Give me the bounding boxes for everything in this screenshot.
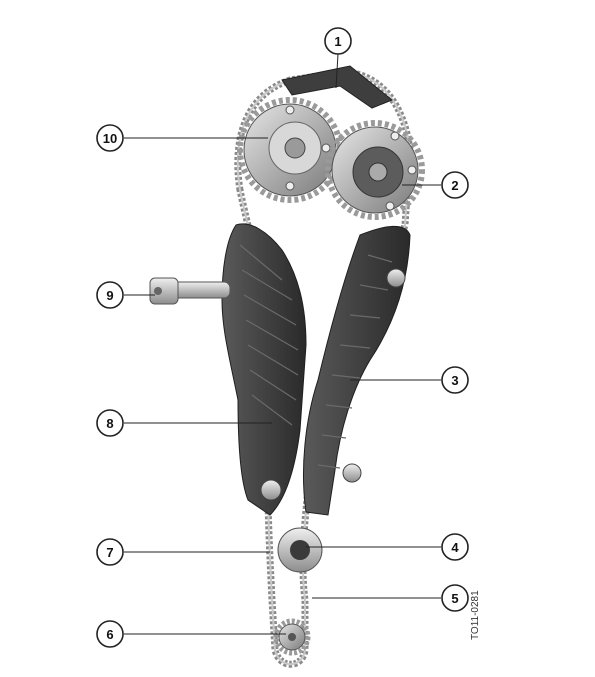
- chain-tensioner: [149, 277, 231, 305]
- tensioner-rail-ribs: [239, 244, 299, 426]
- slide-rail-ribs: [317, 254, 393, 469]
- svg-text:8: 8: [106, 416, 113, 431]
- svg-text:7: 7: [106, 545, 113, 560]
- callout-7: 7: [96, 538, 124, 566]
- svg-text:2: 2: [451, 178, 458, 193]
- svg-text:9: 9: [106, 288, 113, 303]
- callout-9: 9: [96, 281, 124, 309]
- callout-3: 3: [441, 366, 469, 394]
- slide-rail-bolt-upper: [386, 268, 406, 288]
- callout-5: 5: [441, 584, 469, 612]
- slide-rail-bolt-lower: [342, 463, 362, 483]
- callout-8: 8: [96, 409, 124, 437]
- callout-6: 6: [96, 620, 124, 648]
- svg-text:5: 5: [451, 591, 458, 606]
- camshaft-sprocket-left: [237, 97, 343, 203]
- leader-line-1: [335, 53, 339, 89]
- camshaft-sprocket-right: [325, 120, 425, 220]
- svg-text:10: 10: [103, 131, 117, 146]
- svg-text:4: 4: [451, 540, 459, 555]
- callout-4: 4: [441, 533, 469, 561]
- callout-1: 1: [324, 27, 352, 55]
- upper-chain-guide: [281, 65, 393, 109]
- crankshaft-hub: [277, 527, 323, 573]
- slide-rail: [303, 225, 411, 516]
- svg-text:3: 3: [451, 373, 458, 388]
- tensioner-rail: [221, 223, 307, 516]
- callout-2: 2: [441, 171, 469, 199]
- svg-text:1: 1: [334, 34, 341, 49]
- tensioner-rail-bolt: [260, 479, 282, 501]
- callout-10: 10: [96, 124, 124, 152]
- crankshaft-sprocket: [273, 618, 311, 656]
- figure-code: TO11-0281: [470, 590, 481, 640]
- svg-text:6: 6: [106, 627, 113, 642]
